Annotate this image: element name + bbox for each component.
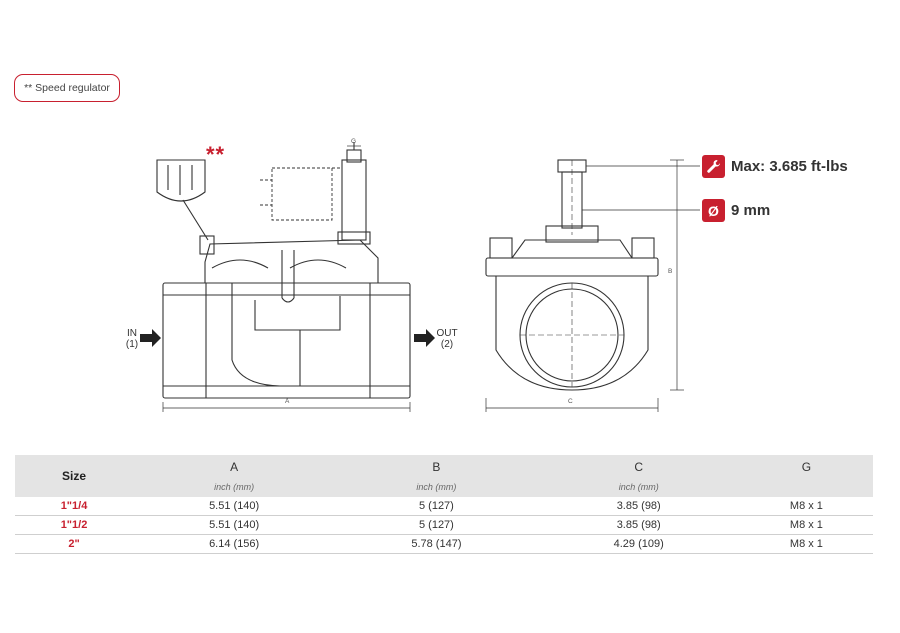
- g-cell: M8 x 1: [739, 497, 873, 516]
- c-cell: 4.29 (109): [537, 534, 740, 554]
- col-c-unit: inch (mm): [618, 482, 659, 492]
- c-cell: 3.85 (98): [537, 497, 740, 516]
- col-a-name: A: [230, 460, 239, 474]
- outlet-port: (2): [440, 339, 454, 350]
- outlet-arrow: [414, 329, 435, 347]
- col-g-name: G: [801, 460, 812, 474]
- table-row: 1"1/4 5.51 (140) 5 (127) 3.85 (98) M8 x …: [15, 497, 873, 516]
- speed-regulator-badge: ** Speed regulator: [14, 74, 120, 102]
- col-c-header: C inch (mm): [538, 455, 740, 497]
- wrench-icon: [702, 155, 725, 178]
- outlet-label: OUT (2): [430, 328, 464, 350]
- torque-text: Max: 3.685 ft-lbs: [731, 158, 848, 175]
- size-cell: 1"1/2: [15, 515, 133, 535]
- b-cell: 5.78 (147): [335, 534, 538, 554]
- dimension-c-label: C: [568, 398, 573, 405]
- col-b-header: B inch (mm): [335, 455, 537, 497]
- valve-section-view: [156, 142, 411, 412]
- inlet-text: IN: [127, 328, 137, 339]
- dimensions-table: Size A inch (mm) B inch (mm) C inch (mm)…: [15, 455, 873, 554]
- a-cell: 6.14 (156): [133, 534, 336, 554]
- speed-regulator-label: ** Speed regulator: [24, 82, 110, 94]
- g-cell: M8 x 1: [739, 515, 873, 535]
- col-g-header: G: [740, 455, 873, 497]
- outlet-text: OUT: [436, 328, 458, 339]
- table-header-row: Size A inch (mm) B inch (mm) C inch (mm)…: [15, 455, 873, 497]
- b-cell: 5 (127): [335, 497, 538, 516]
- col-c-name: C: [634, 460, 644, 474]
- g-cell: M8 x 1: [739, 534, 873, 554]
- col-a-unit: inch (mm): [214, 482, 255, 492]
- dimension-a-label: A: [285, 398, 290, 405]
- inlet-port: (1): [125, 339, 139, 350]
- col-b-name: B: [432, 460, 441, 474]
- col-b-unit: inch (mm): [416, 482, 457, 492]
- diameter-callout: Ø 9 mm: [702, 199, 770, 222]
- a-cell: 5.51 (140): [133, 497, 336, 516]
- size-cell: 1"1/4: [15, 497, 133, 516]
- col-g-unit: [740, 482, 873, 492]
- speed-regulator-marker: **: [206, 142, 226, 167]
- torque-callout: Max: 3.685 ft-lbs: [702, 155, 848, 178]
- diameter-text: 9 mm: [731, 202, 771, 219]
- valve-technical-drawing: [140, 142, 700, 412]
- dimension-b-label: B: [668, 268, 673, 275]
- table-row: 1"1/2 5.51 (140) 5 (127) 3.85 (98) M8 x …: [15, 515, 873, 535]
- inlet-label: IN (1): [114, 328, 150, 350]
- col-a-header: A inch (mm): [133, 455, 335, 497]
- b-cell: 5 (127): [335, 515, 538, 535]
- inlet-arrow: [140, 329, 161, 347]
- c-cell: 3.85 (98): [537, 515, 740, 535]
- table-row: 2" 6.14 (156) 5.78 (147) 4.29 (109) M8 x…: [15, 534, 873, 554]
- a-cell: 5.51 (140): [133, 515, 336, 535]
- diameter-icon: Ø: [702, 199, 725, 222]
- size-cell: 2": [15, 534, 133, 554]
- size-header: Size: [61, 469, 86, 483]
- dimension-g-label: G: [351, 138, 357, 145]
- valve-front-view: [485, 159, 700, 412]
